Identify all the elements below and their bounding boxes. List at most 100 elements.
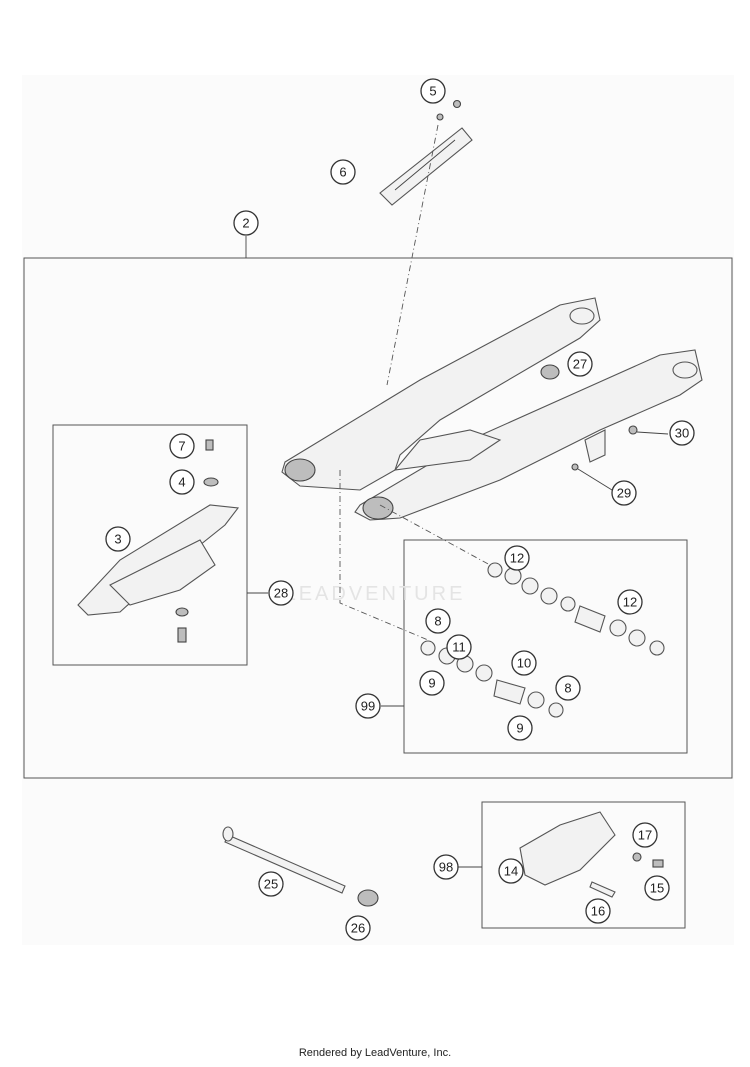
callout-circle: [446, 634, 472, 660]
callout-label: 4: [178, 475, 185, 490]
callout-8[interactable]: 8: [555, 675, 581, 701]
callout-17[interactable]: 17: [632, 822, 658, 848]
callout-2[interactable]: 2: [233, 210, 259, 236]
callout-label: 6: [339, 165, 346, 180]
callout-circle: [507, 715, 533, 741]
assembly-line: [379, 504, 491, 566]
callout-circle: [268, 580, 294, 606]
part-27-cap: [540, 364, 560, 380]
callout-label: 17: [638, 828, 652, 843]
callout-circle: [632, 822, 658, 848]
callout-25[interactable]: 25: [258, 871, 284, 897]
chain-guide-kit-frame: [481, 801, 686, 929]
callout-6[interactable]: 6: [330, 159, 356, 185]
callout-11[interactable]: 11: [446, 634, 472, 660]
swingarm: [281, 297, 703, 521]
callout-label: 2: [242, 216, 249, 231]
callout-12[interactable]: 12: [504, 545, 530, 571]
part-16-bolt: [589, 881, 616, 898]
callout-label: 30: [675, 426, 689, 441]
callout-circle: [511, 650, 537, 676]
callout-8[interactable]: 8: [425, 608, 451, 634]
callout-label: 3: [114, 532, 121, 547]
callout-5[interactable]: 5: [420, 78, 446, 104]
part-5-screw: [436, 99, 462, 121]
callout-label: 9: [516, 721, 523, 736]
callout-circle: [345, 915, 371, 941]
part-14-chain-guide: [519, 811, 616, 886]
callout-circle: [425, 608, 451, 634]
callout-30[interactable]: 30: [669, 420, 695, 446]
callout-label: 25: [264, 877, 278, 892]
callout-29[interactable]: 29: [611, 480, 637, 506]
part-17-washer: [632, 852, 642, 862]
part-6-slider-piece: [379, 127, 473, 206]
part-29-pin: [571, 463, 613, 491]
callout-circle: [233, 210, 259, 236]
callout-27[interactable]: 27: [567, 351, 593, 377]
callout-circle: [330, 159, 356, 185]
callout-15[interactable]: 15: [644, 875, 670, 901]
callout-circle: [169, 469, 195, 495]
callout-3[interactable]: 3: [105, 526, 131, 552]
callout-label: 12: [623, 595, 637, 610]
part-26-spacer: [357, 889, 379, 907]
callout-14[interactable]: 14: [498, 858, 524, 884]
callout-circle: [504, 545, 530, 571]
callout-16[interactable]: 16: [585, 898, 611, 924]
callout-circle: [258, 871, 284, 897]
swingarm-group-frame: [23, 257, 733, 779]
callout-label: 99: [361, 699, 375, 714]
chain-slider-group-frame: [52, 424, 248, 666]
callout-label: 98: [439, 860, 453, 875]
callout-circle: [498, 858, 524, 884]
callout-label: 5: [429, 84, 436, 99]
callout-label: 15: [650, 881, 664, 896]
callout-circle: [355, 693, 381, 719]
callout-circle: [585, 898, 611, 924]
callout-label: 28: [274, 586, 288, 601]
part-25-axle: [222, 826, 346, 894]
callout-9[interactable]: 9: [419, 670, 445, 696]
callout-label: 8: [434, 614, 441, 629]
callout-circle: [555, 675, 581, 701]
callout-26[interactable]: 26: [345, 915, 371, 941]
callout-label: 10: [517, 656, 531, 671]
part-4-washer: [203, 477, 219, 487]
part-30-screw: [628, 425, 669, 435]
callout-10[interactable]: 10: [511, 650, 537, 676]
assembly-line: [339, 470, 429, 641]
callout-circle: [105, 526, 131, 552]
assembly-line: [386, 124, 439, 386]
callout-label: 27: [573, 357, 587, 372]
callout-circle: [669, 420, 695, 446]
callout-4[interactable]: 4: [169, 469, 195, 495]
callout-label: 11: [452, 640, 466, 655]
part-15-bolt: [652, 859, 664, 868]
callout-circle: [420, 78, 446, 104]
callout-9[interactable]: 9: [507, 715, 533, 741]
callout-label: 29: [617, 486, 631, 501]
callout-circle: [644, 875, 670, 901]
callout-label: 12: [510, 551, 524, 566]
callout-label: 26: [351, 921, 365, 936]
callout-99[interactable]: 99: [355, 693, 381, 719]
callout-7[interactable]: 7: [169, 433, 195, 459]
callout-label: 7: [178, 439, 185, 454]
callout-28[interactable]: 28: [268, 580, 294, 606]
callout-12[interactable]: 12: [617, 589, 643, 615]
chain-slider-screw: [175, 607, 189, 643]
callout-label: 14: [504, 864, 518, 879]
bearing-kit-parts: [420, 562, 665, 718]
callout-circle: [433, 854, 459, 880]
callout-label: 9: [428, 676, 435, 691]
part-7-screw: [205, 439, 214, 451]
footer-credit: Rendered by LeadVenture, Inc.: [298, 1047, 452, 1059]
callout-circle: [169, 433, 195, 459]
callout-label: 16: [591, 904, 605, 919]
callout-98[interactable]: 98: [433, 854, 459, 880]
callout-circle: [611, 480, 637, 506]
callout-circle: [567, 351, 593, 377]
part-3-chain-slider: [77, 504, 240, 616]
